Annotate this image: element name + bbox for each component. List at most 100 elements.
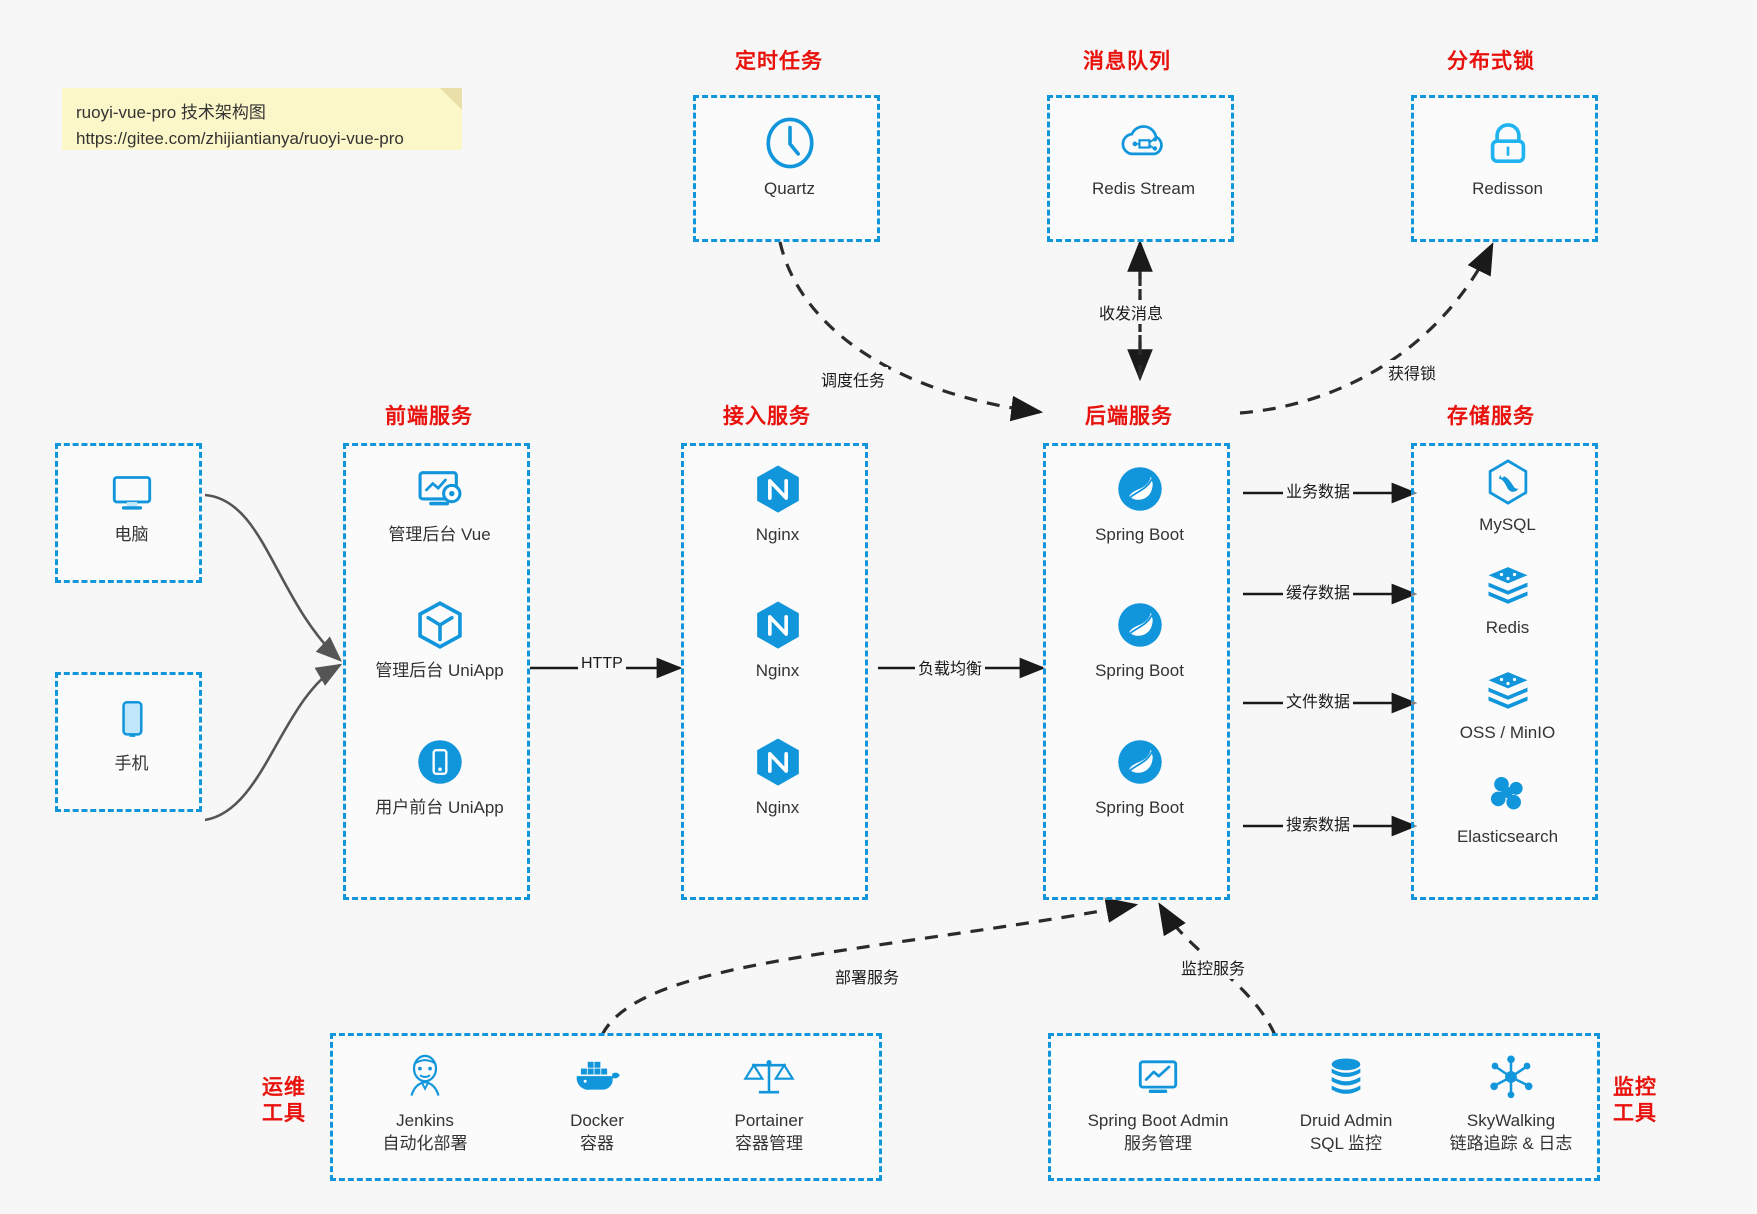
desktop-icon	[112, 476, 151, 510]
group-title-storage: 存储服务	[1447, 405, 1535, 428]
nginx-icon	[756, 601, 799, 649]
node-jenkins[interactable]: Jenkins 自动化部署	[345, 1050, 505, 1156]
node-label: Nginx	[755, 661, 800, 680]
node-spring-boot-2[interactable]: Spring Boot	[1046, 596, 1233, 683]
spring-leaf-icon	[1117, 603, 1162, 647]
note-title: ruoyi-vue-pro 技术架构图	[76, 103, 266, 122]
node-computer[interactable]: 电脑	[58, 464, 205, 547]
node-spring-boot-3[interactable]: Spring Boot	[1046, 733, 1233, 820]
group-monitor-tools: Spring Boot Admin 服务管理 Druid Admin SQL 监…	[1048, 1033, 1600, 1181]
node-oss-minio[interactable]: OSS / MinIO	[1414, 664, 1601, 745]
node-label: Spring Boot	[1095, 661, 1184, 680]
node-redis-stream[interactable]: Redis Stream	[1050, 114, 1237, 201]
node-label: 电脑	[114, 525, 149, 544]
edge-label-http: HTTP	[578, 655, 626, 673]
node-admin-uniapp[interactable]: 管理后台 UniApp	[346, 596, 533, 683]
cloud-stream-icon	[1121, 125, 1163, 156]
node-quartz[interactable]: Quartz	[696, 114, 883, 201]
group-title-message-queue: 消息队列	[1083, 50, 1171, 73]
node-druid-admin[interactable]: Druid Admin SQL 监控	[1266, 1050, 1426, 1156]
cube-icon	[417, 601, 462, 649]
edge-label-acquire-lock: 获得锁	[1385, 360, 1440, 384]
node-label: Druid Admin	[1299, 1111, 1393, 1130]
node-sublabel: 链路追踪 & 日志	[1449, 1133, 1573, 1153]
node-label: OSS / MinIO	[1459, 723, 1556, 742]
dashboard-icon	[418, 471, 461, 506]
mobile-icon	[121, 701, 143, 737]
node-label: Quartz	[763, 179, 816, 198]
node-label: Redis Stream	[1092, 179, 1195, 198]
node-label: 管理后台 UniApp	[375, 661, 504, 680]
group-gateway: Nginx Nginx Nginx	[681, 443, 868, 900]
spring-leaf-icon	[1117, 467, 1162, 511]
node-label: Spring Boot	[1095, 798, 1184, 817]
group-title-distributed-lock: 分布式锁	[1447, 50, 1535, 73]
group-computer: 电脑	[55, 443, 202, 583]
lock-icon	[1490, 123, 1525, 163]
node-label: Jenkins	[396, 1111, 454, 1130]
node-label: Docker	[570, 1111, 624, 1130]
node-elasticsearch[interactable]: Elasticsearch	[1414, 768, 1601, 849]
edge-label-load-balance: 负载均衡	[915, 655, 986, 679]
group-devops-tools: Jenkins 自动化部署 Docker 容器	[330, 1033, 882, 1181]
edge-label-deploy-service: 部署服务	[832, 964, 903, 988]
node-label: Redisson	[1472, 179, 1543, 198]
node-nginx-2[interactable]: Nginx	[684, 596, 871, 683]
docker-whale-icon	[576, 1061, 620, 1090]
group-title-monitor: 监控 工具	[1613, 1075, 1657, 1128]
node-label: Spring Boot Admin	[1087, 1111, 1229, 1130]
note-url: https://gitee.com/zhijiantianya/ruoyi-vu…	[76, 129, 404, 149]
node-nginx-3[interactable]: Nginx	[684, 733, 871, 820]
edge-label-schedule-task: 调度任务	[818, 367, 889, 391]
node-label: Elasticsearch	[1456, 827, 1559, 846]
edge-label-file-data: 文件数据	[1283, 688, 1354, 712]
jenkins-butler-icon	[410, 1054, 440, 1096]
nginx-icon	[756, 465, 799, 513]
node-label: Nginx	[755, 525, 800, 544]
node-docker[interactable]: Docker 容器	[517, 1050, 677, 1156]
node-redisson[interactable]: Redisson	[1414, 114, 1601, 201]
database-icon	[1331, 1058, 1361, 1094]
scales-icon	[743, 1060, 795, 1094]
group-title-frontend: 前端服务	[385, 405, 473, 428]
node-spring-boot-admin[interactable]: Spring Boot Admin 服务管理	[1063, 1050, 1253, 1156]
node-sublabel: SQL 监控	[1309, 1133, 1383, 1153]
node-label: Spring Boot	[1095, 525, 1184, 544]
note-card: ruoyi-vue-pro 技术架构图 https://gitee.com/zh…	[62, 88, 462, 150]
node-label: 用户前台 UniApp	[375, 798, 504, 817]
node-label: SkyWalking	[1466, 1111, 1556, 1130]
node-mysql[interactable]: MySQL	[1414, 456, 1601, 537]
node-label: Portainer	[734, 1111, 804, 1130]
node-label: 管理后台 Vue	[388, 525, 491, 544]
node-sublabel: 服务管理	[1124, 1133, 1192, 1153]
nginx-icon	[756, 738, 799, 786]
group-distributed-lock: Redisson	[1411, 95, 1598, 242]
edge-label-send-receive-message: 收发消息	[1096, 300, 1167, 324]
node-phone[interactable]: 手机	[58, 693, 205, 776]
group-title-monitor-line1: 监控	[1613, 1076, 1657, 1099]
app-icon	[417, 740, 462, 784]
redis-stack-icon	[1488, 567, 1527, 604]
network-nodes-icon	[1490, 1055, 1533, 1099]
node-spring-boot-1[interactable]: Spring Boot	[1046, 460, 1233, 547]
monitor-chart-icon	[1138, 1060, 1178, 1094]
elasticsearch-icon	[1490, 776, 1523, 810]
edge-label-search-data: 搜索数据	[1283, 811, 1354, 835]
note-fold-corner	[440, 88, 462, 110]
node-user-uniapp[interactable]: 用户前台 UniApp	[346, 733, 533, 820]
edge-label-business-data: 业务数据	[1283, 478, 1354, 502]
node-admin-vue[interactable]: 管理后台 Vue	[346, 460, 533, 547]
group-title-devops: 运维 工具	[262, 1075, 306, 1128]
node-nginx-1[interactable]: Nginx	[684, 460, 871, 547]
node-portainer[interactable]: Portainer 容器管理	[689, 1050, 849, 1156]
node-label: Nginx	[755, 798, 800, 817]
node-skywalking[interactable]: SkyWalking 链路追踪 & 日志	[1421, 1050, 1601, 1156]
node-redis[interactable]: Redis	[1414, 559, 1601, 640]
group-title-devops-line2: 工具	[262, 1102, 306, 1126]
node-sublabel: 容器	[580, 1133, 614, 1153]
redis-stack-icon	[1488, 672, 1527, 709]
group-frontend: 管理后台 Vue 管理后台 UniApp 用户前台 UniApp	[343, 443, 530, 900]
group-title-devops-line1: 运维	[262, 1076, 306, 1099]
clock-icon	[765, 117, 814, 169]
